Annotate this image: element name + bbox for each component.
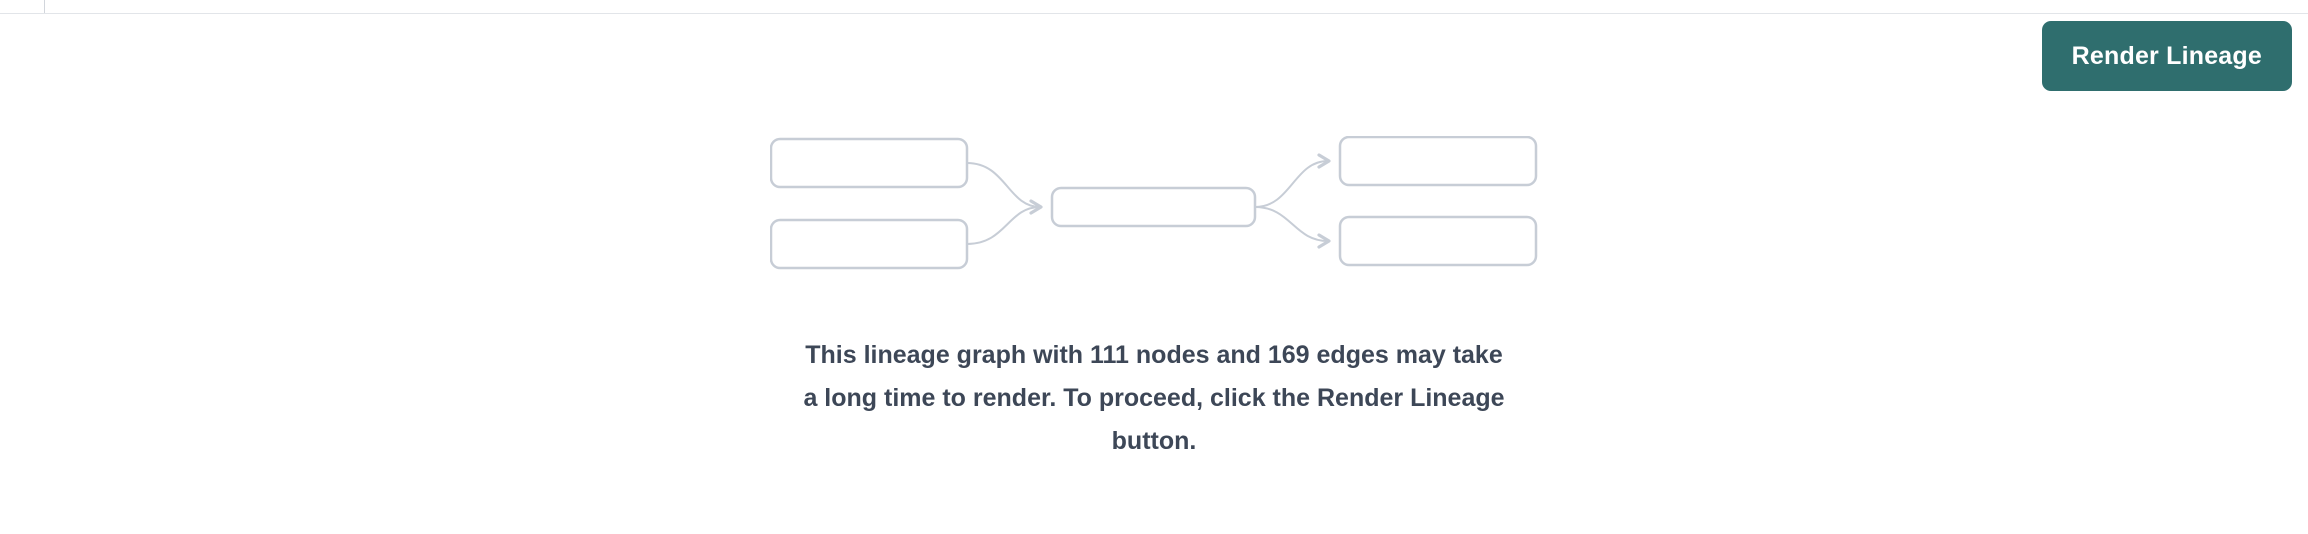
graph-node (1338, 215, 1538, 267)
edge-left-top-to-middle (966, 162, 1043, 215)
lineage-placeholder: This lineage graph with 111 nodes and 16… (770, 136, 1538, 463)
edge-left-bottom-to-middle (966, 206, 1041, 245)
graph-node (1338, 136, 1538, 187)
warning-line: a long time to render. To proceed, click… (803, 384, 1505, 412)
edge-middle-to-right-bottom (1254, 206, 1331, 249)
edge-middle-to-right-top (1254, 153, 1331, 208)
graph-node (1050, 186, 1257, 228)
graph-node (770, 218, 969, 270)
render-lineage-button[interactable]: Render Lineage (2041, 21, 2292, 91)
panel-edge-divider (44, 0, 45, 13)
warning-line: This lineage graph with 111 nodes and 16… (805, 341, 1503, 369)
top-divider (0, 13, 2308, 14)
render-warning-message: This lineage graph with 111 nodes and 16… (803, 334, 1504, 463)
lineage-graph-illustration (770, 136, 1538, 270)
graph-node (770, 137, 969, 189)
warning-line: button. (1111, 427, 1197, 455)
